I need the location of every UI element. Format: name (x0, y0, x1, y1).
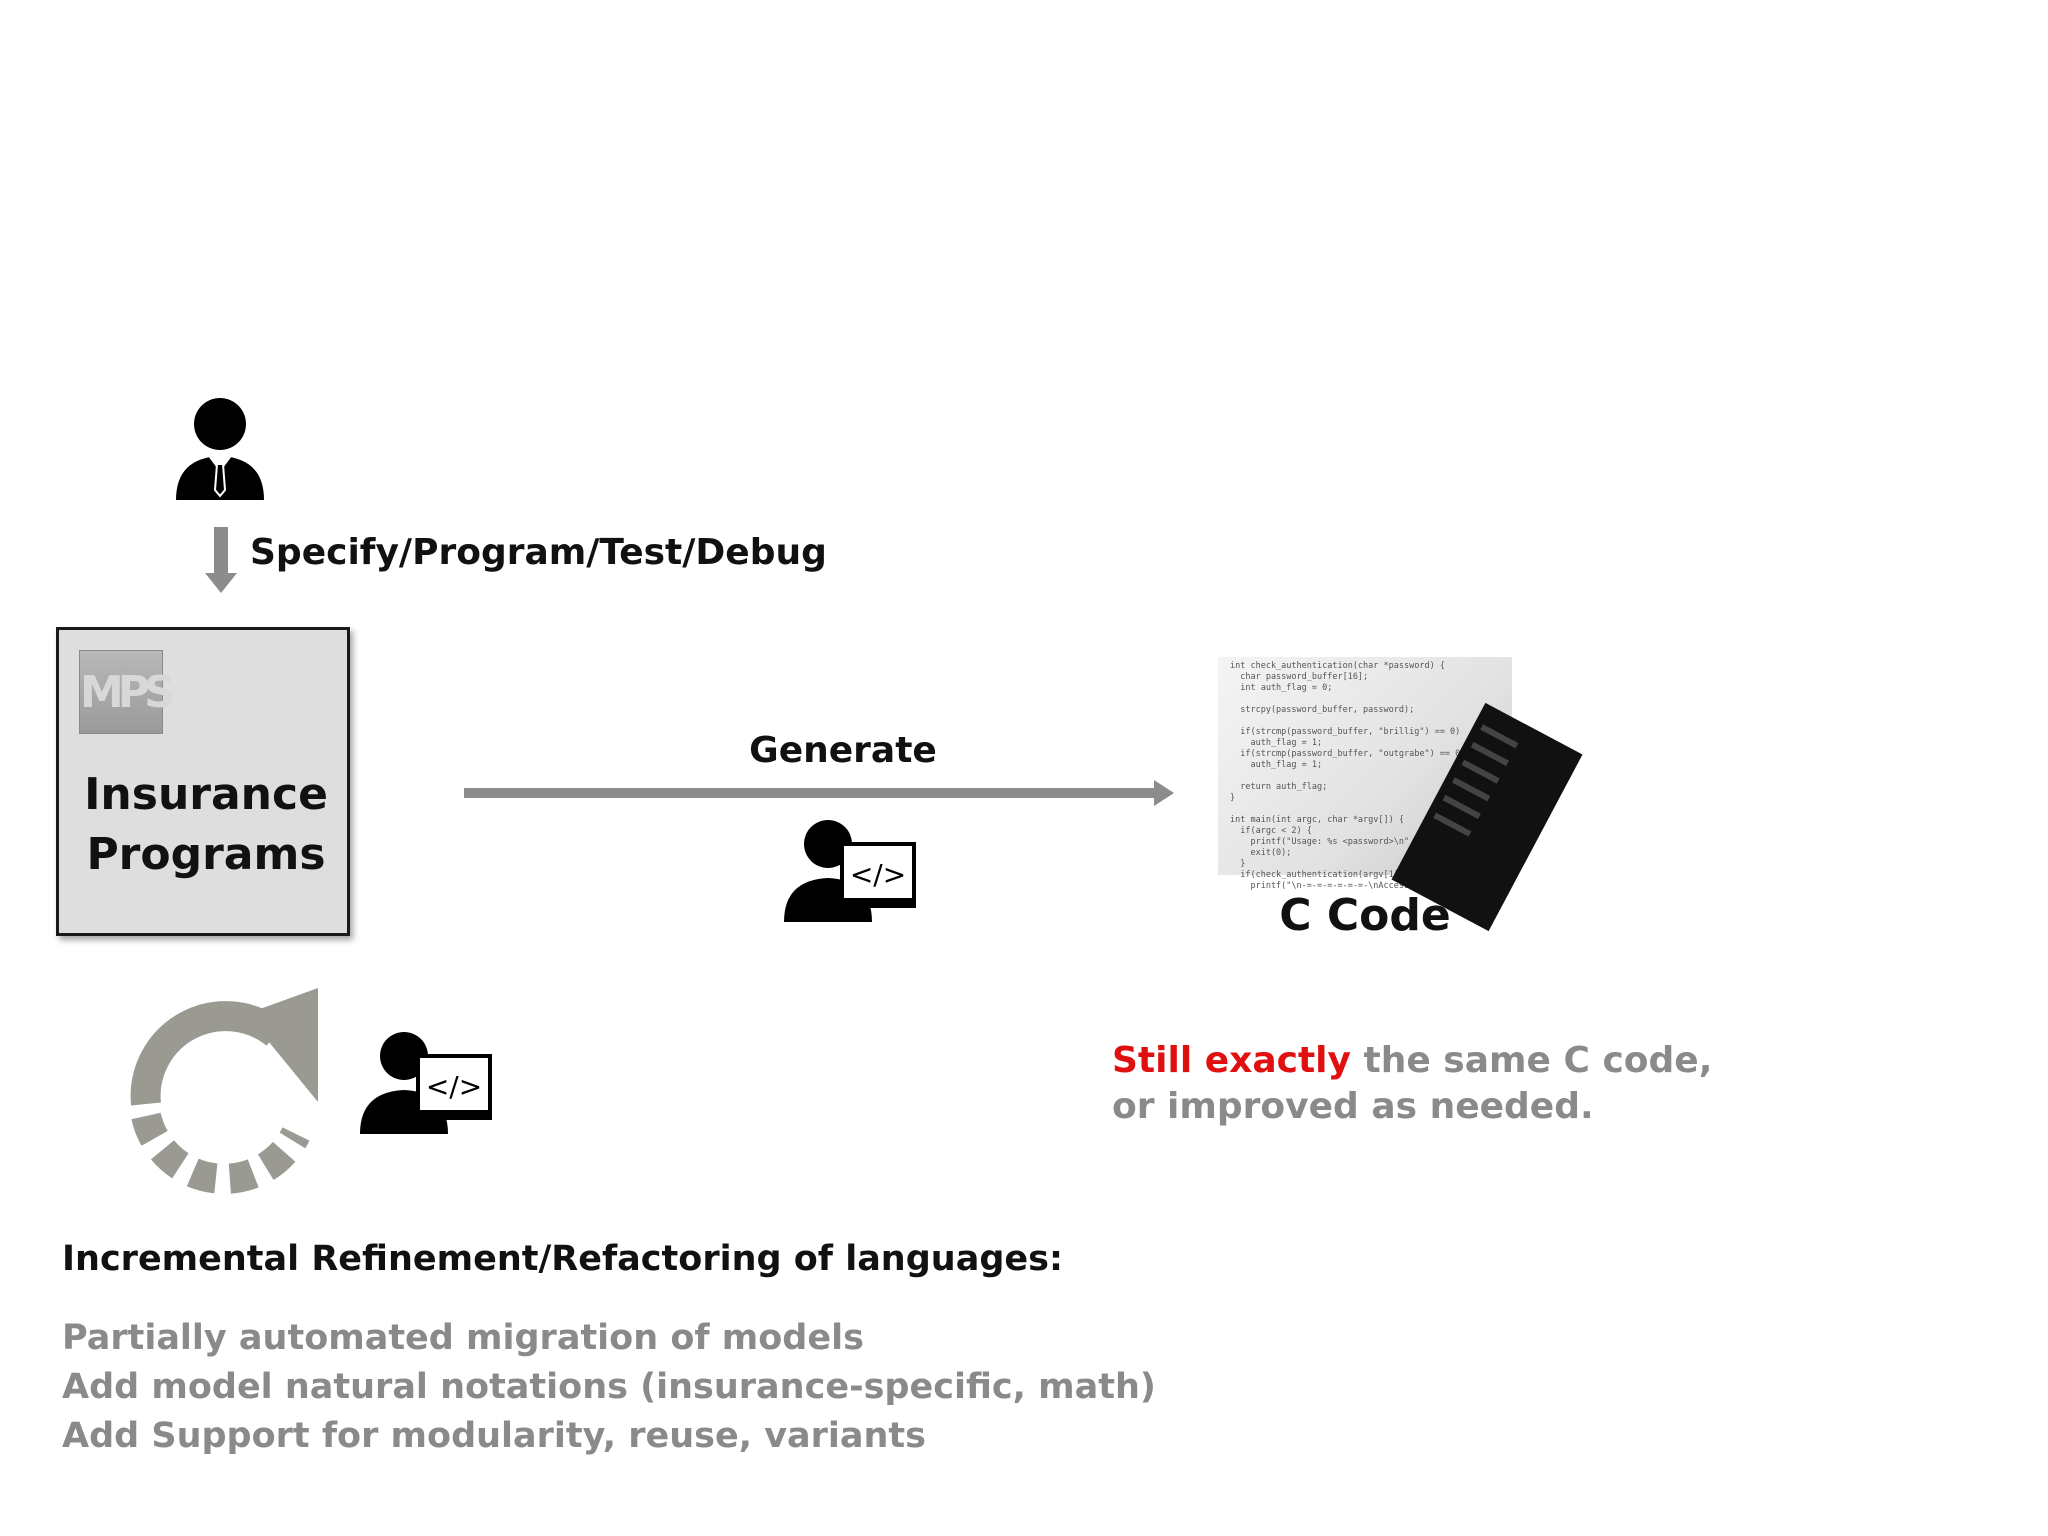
generate-arrow (464, 780, 1174, 806)
note-highlight: Still exactly (1112, 1040, 1351, 1081)
programmer-icon: </> (784, 820, 916, 922)
insurance-programs-box: MPS Insurance Programs (56, 627, 350, 936)
c-code-image: int check_authentication(char *password)… (1218, 657, 1583, 932)
svg-text:</>: </> (426, 1070, 482, 1103)
specify-label: Specify/Program/Test/Debug (250, 532, 827, 573)
refresh-cycle-icon (130, 988, 318, 1194)
refinement-item: Add model natural notations (insurance-s… (62, 1367, 1156, 1407)
down-arrow (205, 527, 237, 593)
programmer-refine-icon: </> (360, 1032, 492, 1134)
svg-text:</>: </> (850, 858, 906, 891)
businessman-icon (176, 398, 264, 500)
box-label-line2: Programs (86, 829, 326, 880)
note-line1: Still exactly the same C code, (1112, 1038, 1712, 1084)
note-line2: or improved as needed. (1112, 1086, 1594, 1127)
generate-label: Generate (749, 730, 937, 771)
mps-logo: MPS (79, 650, 176, 734)
c-code-label: C Code (1279, 890, 1451, 941)
box-label-line1: Insurance (84, 769, 328, 820)
refinement-heading: Incremental Refinement/Refactoring of la… (62, 1239, 1063, 1279)
refinement-item: Add Support for modularity, reuse, varia… (62, 1416, 926, 1456)
note-rest: the same C code, (1350, 1040, 1713, 1081)
c-code-note: Still exactly the same C code, or improv… (1112, 1038, 1712, 1130)
insurance-programs-label: Insurance Programs (59, 765, 353, 885)
refinement-item: Partially automated migration of models (62, 1318, 864, 1358)
refinement-list: Partially automated migration of models … (62, 1314, 1156, 1461)
